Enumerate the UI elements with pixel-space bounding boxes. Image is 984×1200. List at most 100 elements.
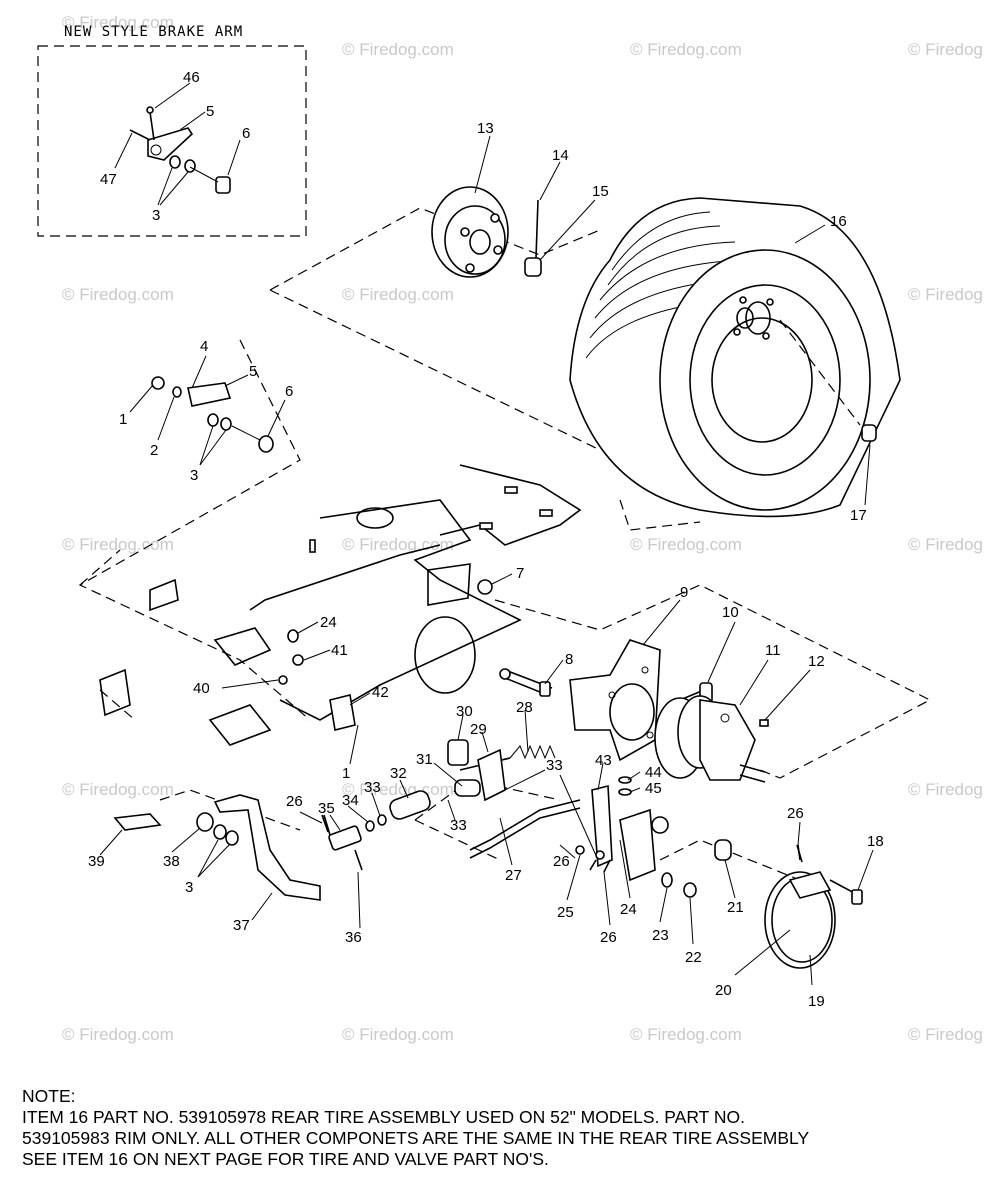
watermark: © Firedog.com — [630, 535, 742, 554]
watermark: © Firedog.com — [908, 1025, 984, 1044]
part-label: 36 — [345, 929, 362, 946]
part-label: 3 — [152, 207, 160, 224]
part-label: 47 — [100, 171, 117, 188]
part-label: 38 — [163, 853, 180, 870]
inset-new-style-brake-arm: NEW STYLE BRAKE ARM — [37, 24, 307, 237]
watermark: © Firedog.com — [342, 285, 454, 304]
part-label: 33 — [546, 757, 563, 774]
castle-nut — [524, 257, 542, 277]
part-label: 45 — [645, 780, 662, 797]
pin-25 — [575, 845, 585, 855]
part-label: 29 — [470, 721, 487, 738]
part-label: 35 — [318, 800, 335, 817]
part-labels: 46 5 6 47 3 13 14 15 16 17 1 2 4 5 6 3 7… — [88, 69, 884, 1010]
washer-44 — [618, 776, 632, 784]
part-label: 39 — [88, 853, 105, 870]
part-label: 21 — [727, 899, 744, 916]
brake-lever — [589, 784, 697, 898]
part-label: 11 — [765, 642, 781, 659]
cotter-26 — [321, 814, 329, 833]
part-label: 15 — [592, 183, 609, 200]
watermark: © Firedog.com — [62, 780, 174, 799]
note-block: NOTE: ITEM 16 PART NO. 539105978 REAR TI… — [22, 1086, 972, 1170]
washer-45 — [618, 788, 632, 796]
wheel-motor — [654, 695, 766, 783]
part-label: 42 — [372, 684, 389, 701]
brake-rod — [469, 799, 581, 851]
watermark: © Firedog.com — [342, 535, 454, 554]
bracket-42 — [329, 694, 356, 731]
watermark: © Firedog.com — [908, 535, 984, 554]
watermark: © Firedog.com — [62, 285, 174, 304]
part-label: 4 — [200, 338, 208, 355]
part-label: 32 — [390, 765, 407, 782]
part-label: 26 — [787, 805, 804, 822]
part-label: 5 — [206, 103, 214, 120]
pin-40 — [278, 675, 288, 685]
part-label: 30 — [456, 703, 473, 720]
part-label: 41 — [331, 642, 348, 659]
clip-24 — [287, 629, 299, 643]
part-label: 16 — [830, 213, 847, 230]
part-label: 1 — [342, 765, 350, 782]
part-label: 8 — [565, 651, 573, 668]
watermark: © Firedog.com — [62, 535, 174, 554]
note-line-3: SEE ITEM 16 ON NEXT PAGE FOR TIRE AND VA… — [22, 1149, 549, 1169]
part-label: 26 — [553, 853, 570, 870]
part-label: 24 — [620, 901, 637, 918]
watermark: © Firedog.com — [630, 1025, 742, 1044]
inset-title: NEW STYLE BRAKE ARM — [64, 24, 243, 40]
watermark: © Firedog.com — [908, 285, 984, 304]
part-label: 3 — [185, 879, 193, 896]
part-label: 1 — [119, 411, 127, 428]
part-label: 7 — [516, 565, 524, 582]
watermark: © Firedog.com — [342, 1025, 454, 1044]
watermark: © Firedog.com — [908, 40, 984, 59]
brake-linkage — [323, 739, 556, 871]
part-label: 44 — [645, 764, 662, 781]
inset-frame — [37, 45, 307, 237]
part-label: 2 — [150, 442, 158, 459]
key — [759, 719, 769, 727]
part-label: 33 — [364, 779, 381, 796]
part-label: 34 — [342, 792, 359, 809]
part-label: 19 — [808, 993, 825, 1010]
part-label: 24 — [320, 614, 337, 631]
brake-pedal — [113, 794, 321, 901]
bolt-7 — [477, 579, 493, 595]
parts-diagram: © Firedog.com © Firedog.com © Firedog.co… — [37, 13, 984, 1044]
part-label: 10 — [722, 604, 739, 621]
part-label: 6 — [242, 125, 250, 142]
cotter-26b — [603, 859, 611, 873]
part-label: 5 — [249, 363, 257, 380]
part-label: 46 — [183, 69, 200, 86]
brake-arm-assembly — [151, 376, 274, 453]
part-label: 28 — [516, 699, 533, 716]
part-label: 26 — [286, 793, 303, 810]
part-label: 9 — [680, 584, 688, 601]
motor-bracket — [569, 639, 661, 762]
part-label: 26 — [600, 929, 617, 946]
note-line-2: 539105983 RIM ONLY. ALL OTHER COMPONETS … — [22, 1128, 810, 1148]
part-label: 17 — [850, 507, 867, 524]
watermarks: © Firedog.com © Firedog.com © Firedog.co… — [62, 13, 984, 1044]
part-label: 23 — [652, 927, 669, 944]
watermark: © Firedog.com — [908, 780, 984, 799]
part-label: 13 — [477, 120, 494, 137]
lug-nut — [861, 424, 877, 442]
washer-41 — [292, 654, 304, 666]
part-label: 40 — [193, 680, 210, 697]
rear-tire — [569, 197, 901, 518]
watermark: © Firedog.com — [342, 780, 454, 799]
note-line-1: ITEM 16 PART NO. 539105978 REAR TIRE ASS… — [22, 1107, 746, 1127]
part-label: 18 — [867, 833, 884, 850]
cotter-pin — [535, 199, 539, 259]
part-label: 22 — [685, 949, 702, 966]
carriage-bolt — [499, 668, 553, 697]
cotter-26c — [796, 844, 803, 863]
brake-drum — [431, 186, 509, 278]
part-label: 12 — [808, 653, 825, 670]
part-label: 33 — [450, 817, 467, 834]
note-heading: NOTE: — [22, 1086, 76, 1106]
watermark: © Firedog.com — [62, 13, 174, 32]
